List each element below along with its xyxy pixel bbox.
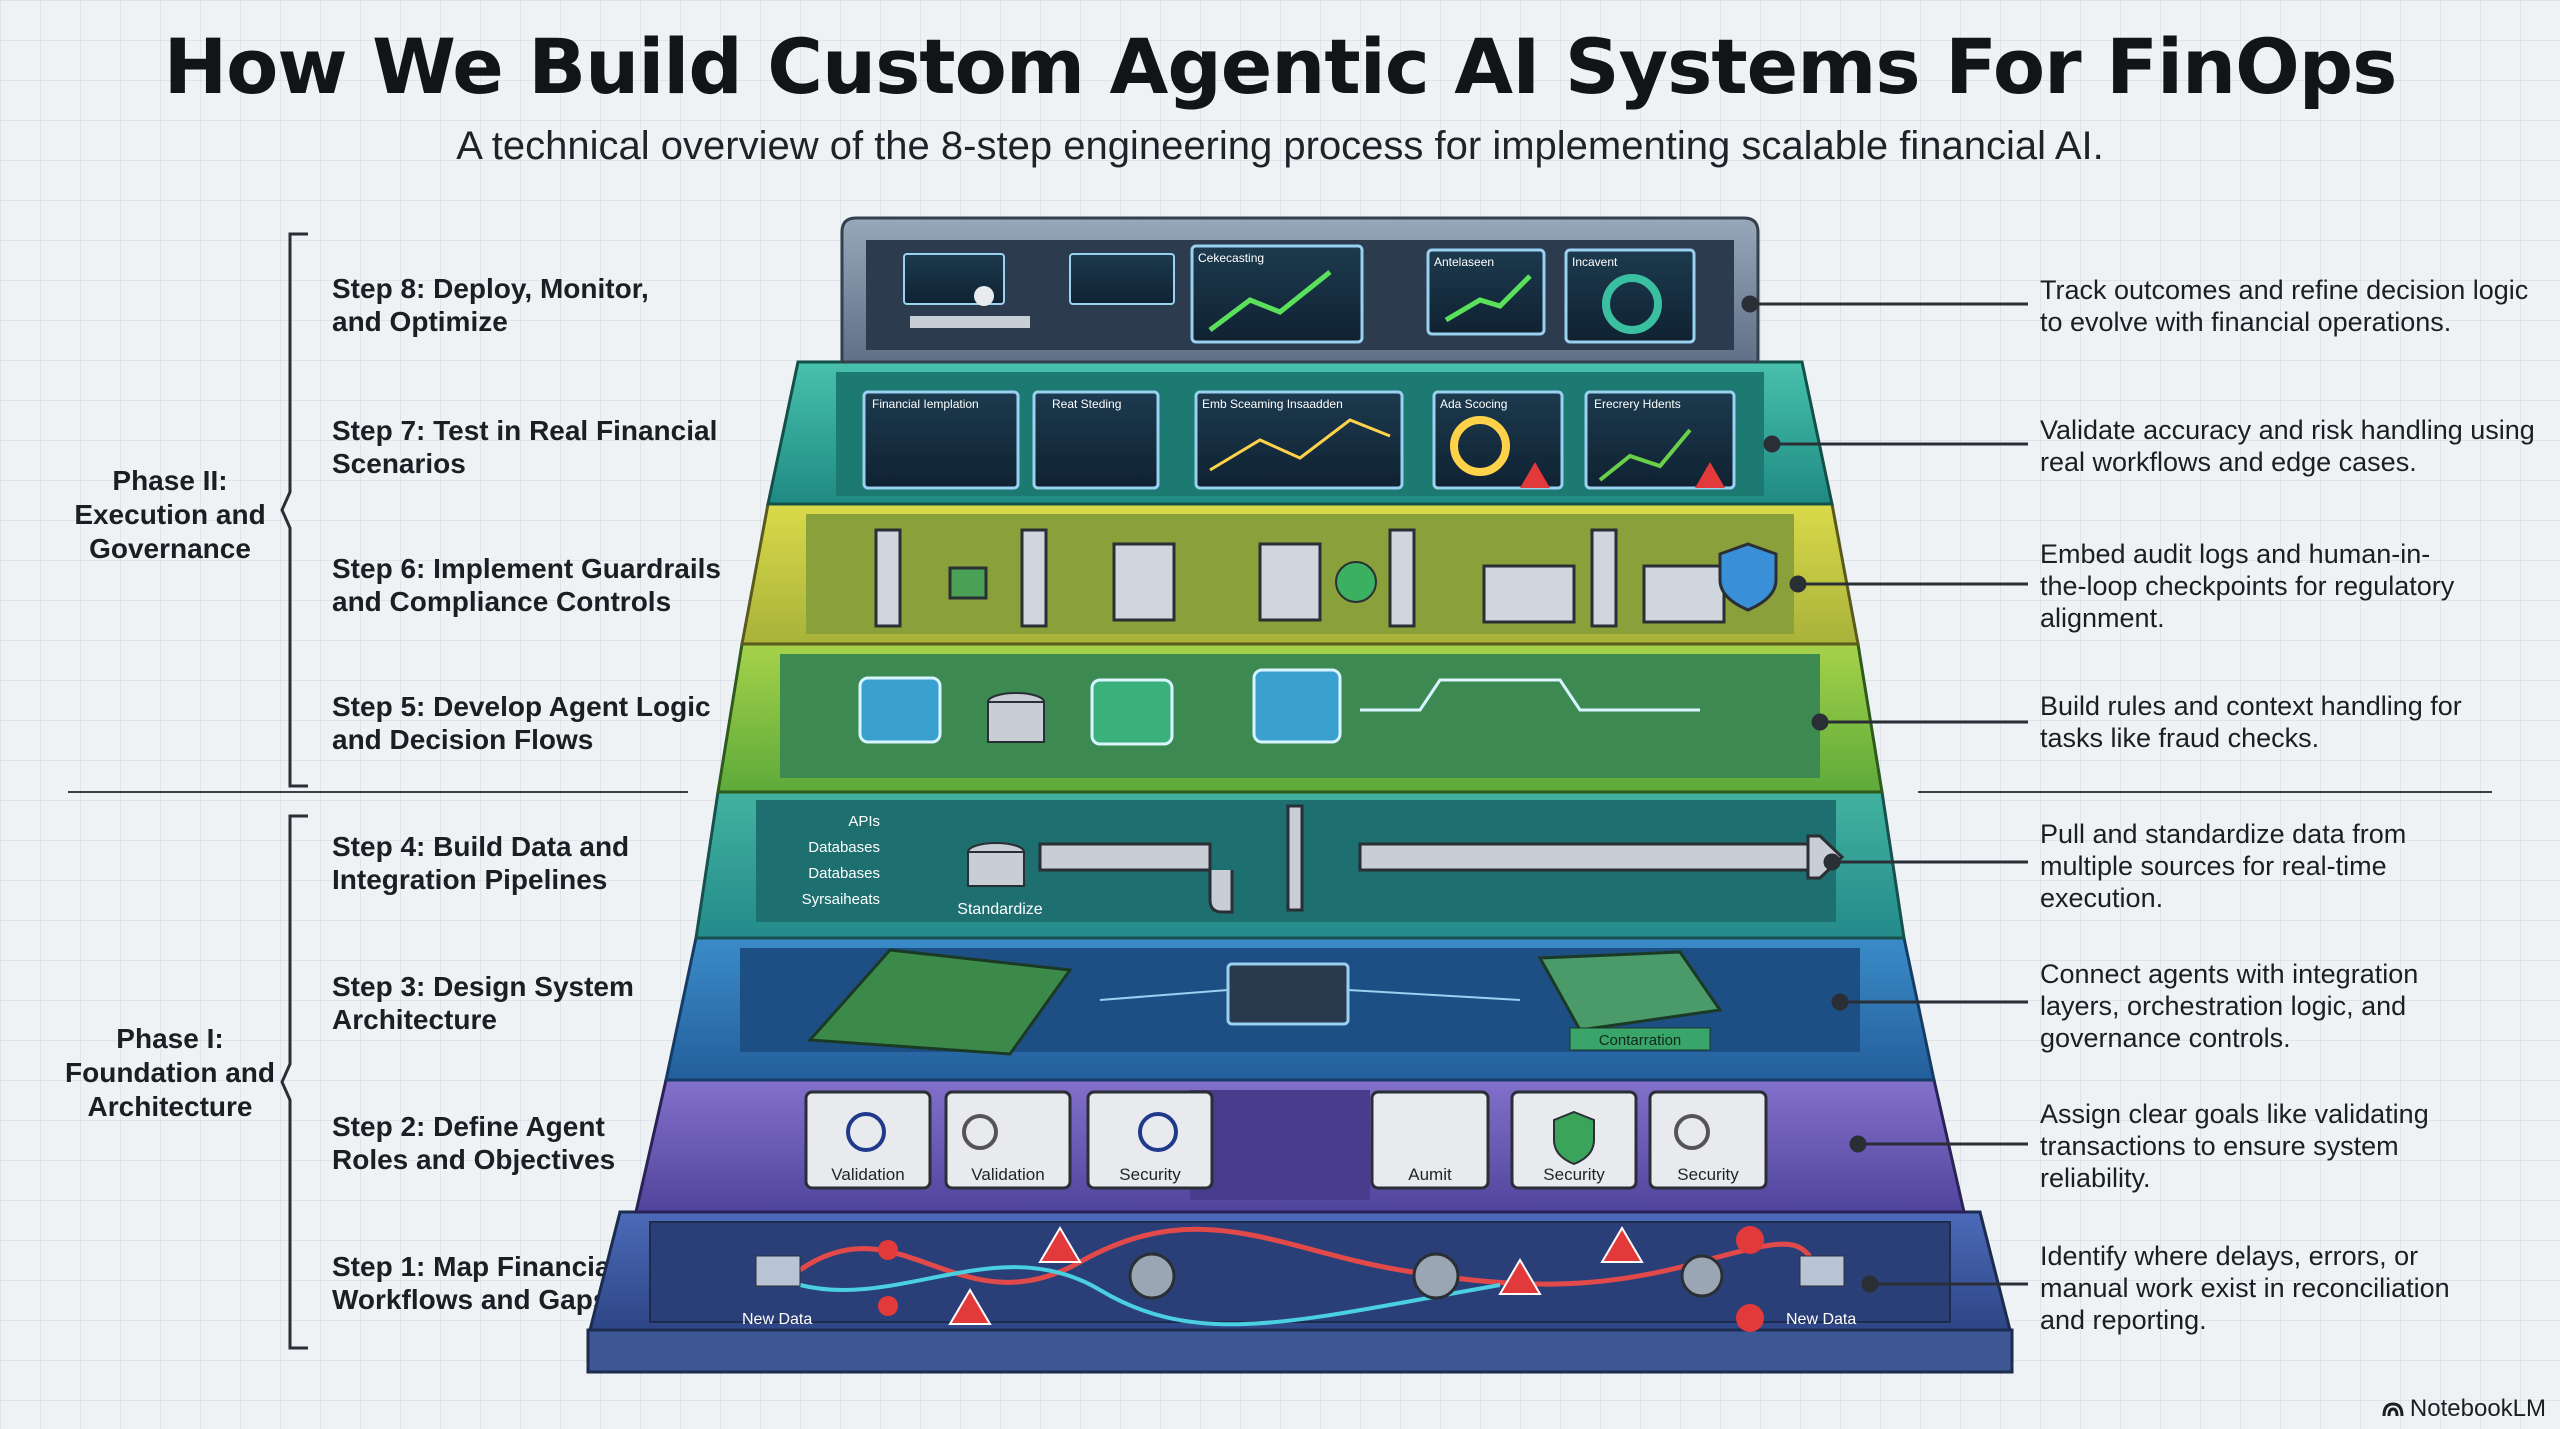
cpu-chip <box>1226 962 1350 1026</box>
screen-7b-label: Reat Steding <box>1052 397 1121 411</box>
layer-step5 <box>716 642 1884 794</box>
phase2-brace <box>280 232 308 788</box>
notebooklm-logo-icon <box>2382 1402 2404 1417</box>
step3-label: Step 3: Design System Architecture <box>332 971 634 1035</box>
screen-7a <box>862 390 1020 490</box>
shield-icon <box>1718 542 1778 612</box>
screen-7b <box>1032 390 1160 490</box>
screen-8c-label: Cekecasting <box>1198 251 1264 265</box>
contarration-label: Contarration <box>1599 1032 1682 1049</box>
check-icon <box>1335 561 1377 603</box>
source-syrsaiheats: Syrsaiheats <box>802 891 880 908</box>
page-title: How We Build Custom Agentic AI Systems F… <box>163 22 2398 111</box>
agent-box-label-2: Validation <box>971 1165 1044 1184</box>
phase-divider-right <box>1918 791 2492 793</box>
circuit-board-left <box>806 948 1073 1056</box>
screen-7d-label: Ada Scocing <box>1440 397 1507 411</box>
page-subtitle: A technical overview of the 8-step engin… <box>456 124 2104 168</box>
agent-box-label-6: Security <box>1677 1165 1739 1184</box>
screen-7e-label: Erecrery Hdents <box>1594 397 1681 411</box>
brand-badge: NotebookLM <box>2382 1395 2546 1423</box>
layer-step1: New Data New Data <box>588 1210 2012 1332</box>
agent-box-label-3: Security <box>1119 1165 1181 1184</box>
lock-icon <box>948 566 988 600</box>
new-data-left: New Data <box>742 1311 812 1328</box>
pointer-lines <box>1741 295 2028 1293</box>
agent-box-validation-2 <box>944 1090 1072 1190</box>
step1-label: Step 1: Map Financial Workflows and Gaps <box>332 1251 619 1315</box>
step8-label: Step 8: Deploy, Monitor, and Optimize <box>332 273 649 337</box>
step1-description: Identify where delays, errors, or manual… <box>2040 1241 2450 1335</box>
gate-row <box>874 528 1726 628</box>
phase-divider-left <box>68 791 688 793</box>
agent-box-label-4: Aumit <box>1408 1165 1452 1184</box>
layer-step3: Contarration <box>664 936 1936 1082</box>
agent-box-audit <box>1370 1090 1490 1190</box>
brain-icon-3 <box>1252 668 1342 744</box>
layer-step7: Financial Iemplation Reat Steding Emb Sc… <box>766 360 1834 506</box>
step5-description: Build rules and context handling for tas… <box>2040 691 2462 753</box>
agent-box-security-1 <box>1086 1090 1214 1190</box>
step4-description: Pull and standardize data from multiple … <box>2040 819 2407 913</box>
standardize-label: Standardize <box>957 901 1042 918</box>
step7-label: Step 7: Test in Real Financial Scenarios <box>332 415 718 479</box>
screen-8d-label: Antelaseen <box>1434 255 1494 269</box>
operator-desk <box>910 316 1030 328</box>
step5-label: Step 5: Develop Agent Logic and Decision… <box>332 691 711 755</box>
source-apis: APIs <box>848 813 880 830</box>
step7-description: Validate accuracy and risk handling usin… <box>2040 415 2535 477</box>
step4-label: Step 4: Build Data and Integration Pipel… <box>332 831 630 895</box>
step2-label: Step 2: Define Agent Roles and Objective… <box>332 1111 616 1175</box>
step6-description: Embed audit logs and human-in-the-loop c… <box>2040 539 2455 633</box>
brain-icon-2 <box>1090 678 1174 746</box>
agent-box-security-3 <box>1648 1090 1768 1190</box>
agent-box-label-1: Validation <box>831 1165 904 1184</box>
screen-8b <box>1069 253 1175 305</box>
layer-step2: Validation Validation Security Aumit Sec… <box>634 1078 1966 1214</box>
pipe-system <box>1038 804 1822 914</box>
screen-7c <box>1194 390 1404 490</box>
agent-box-label-5: Security <box>1543 1165 1605 1184</box>
screen-8c <box>1190 244 1364 344</box>
screen-8e-label: Incavent <box>1572 255 1618 269</box>
base-slab <box>586 1328 2014 1374</box>
layer-step6 <box>740 502 1860 646</box>
screen-7a-label: Financial Iemplation <box>872 397 979 411</box>
step6-label: Step 6: Implement Guardrails and Complia… <box>332 553 721 617</box>
source-databases-2: Databases <box>808 865 880 882</box>
step3-description: Connect agents with integration layers, … <box>2040 959 2419 1053</box>
source-databases-1: Databases <box>808 839 880 856</box>
agent-box-security-2 <box>1510 1090 1638 1190</box>
circuit-board-right <box>1537 950 1723 1032</box>
layer-step4: APIs Databases Databases Syrsaiheats Sta… <box>694 790 1906 940</box>
step8-description: Track outcomes and refine decision logic… <box>2040 275 2529 337</box>
brand-name: NotebookLM <box>2409 1395 2546 1422</box>
layer-step8: Cekecasting Antelaseen Incavent <box>840 216 1760 364</box>
brain-icon-1 <box>858 676 942 744</box>
agent-box-validation-1 <box>804 1090 932 1190</box>
screen-7c-label: Emb Sceaming Insaadden <box>1202 397 1343 411</box>
phase1-label: Phase I: Foundation and Architecture <box>65 1023 275 1122</box>
screen-8e <box>1564 248 1696 344</box>
phase2-label: Phase II: Execution and Governance <box>74 465 266 564</box>
step2-description: Assign clear goals like validating trans… <box>2040 1099 2429 1193</box>
new-data-right: New Data <box>1786 1311 1856 1328</box>
phase1-brace <box>280 814 308 1350</box>
